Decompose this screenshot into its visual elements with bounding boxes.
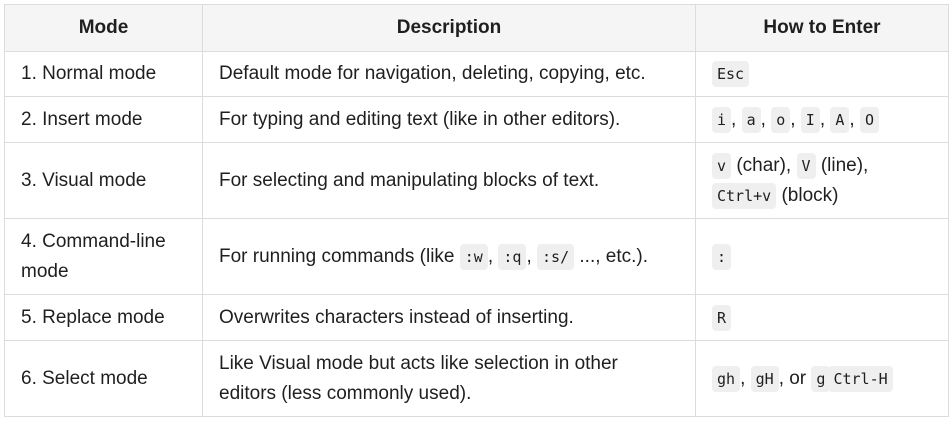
mode-cell: 6. Select mode: [4, 340, 203, 417]
separator: ,: [849, 108, 855, 130]
table-row: 6. Select mode Like Visual mode but acts…: [4, 340, 949, 417]
description-cell: Default mode for navigation, deleting, c…: [202, 51, 696, 97]
description-cell: Overwrites characters instead of inserti…: [202, 294, 696, 341]
how-to-enter-cell: Esc: [695, 51, 949, 97]
key-code: gh: [712, 365, 741, 392]
table-row: 5. Replace mode Overwrites characters in…: [4, 294, 949, 341]
key-note: (line),: [820, 154, 869, 176]
separator: ,: [731, 108, 737, 130]
key-code: i: [712, 106, 732, 133]
how-to-enter-cell: R: [695, 294, 949, 341]
command-code: :w: [459, 243, 488, 270]
how-to-enter-cell: :: [695, 218, 949, 295]
separator: ,: [760, 108, 766, 130]
description-text: For running commands (like: [219, 245, 455, 267]
vim-modes-table: Mode Description How to Enter 1. Normal …: [4, 4, 949, 417]
table-row: 2. Insert mode For typing and editing te…: [4, 96, 949, 143]
mode-cell: 3. Visual mode: [4, 142, 203, 219]
key-note: (char),: [736, 154, 792, 176]
table-row: 1. Normal mode Default mode for navigati…: [4, 51, 949, 97]
key-code: R: [712, 304, 732, 331]
description-cell: For typing and editing text (like in oth…: [202, 96, 696, 143]
command-code: :s/: [537, 243, 575, 270]
separator: ,: [790, 108, 796, 130]
how-to-enter-cell: i, a, o, I, A, O: [695, 96, 949, 143]
description-cell: For running commands (like :w, :q, :s/ .…: [202, 218, 696, 295]
description-text: ..., etc.).: [579, 245, 649, 267]
key-code: A: [830, 106, 850, 133]
key-note: (block): [781, 184, 839, 206]
or-text: , or: [778, 367, 807, 389]
separator: ,: [487, 245, 494, 267]
header-row: Mode Description How to Enter: [4, 4, 949, 52]
key-code: o: [771, 106, 791, 133]
header-how-to-enter: How to Enter: [695, 4, 949, 52]
key-code: v: [712, 152, 732, 179]
command-code: :q: [498, 243, 527, 270]
mode-cell: 2. Insert mode: [4, 96, 203, 143]
how-to-enter-cell: v (char), V (line), Ctrl+v (block): [695, 142, 949, 219]
table-row: 3. Visual mode For selecting and manipul…: [4, 142, 949, 219]
key-code: a: [741, 106, 761, 133]
key-code: Esc: [712, 61, 750, 87]
table-row: 4. Command-line mode For running command…: [4, 218, 949, 295]
key-code: Ctrl-H: [828, 365, 893, 392]
separator: ,: [819, 108, 826, 130]
key-code: V: [796, 152, 816, 179]
separator: ,: [526, 245, 532, 267]
header-description: Description: [202, 4, 696, 52]
key-code: gH: [750, 365, 779, 392]
key-code: Ctrl+v: [712, 182, 777, 209]
key-code: g: [811, 365, 831, 392]
key-code: :: [712, 243, 732, 270]
description-cell: Like Visual mode but acts like selection…: [202, 340, 696, 417]
mode-cell: 4. Command-line mode: [4, 218, 203, 295]
separator: ,: [740, 367, 746, 389]
key-code: I: [800, 106, 820, 133]
mode-cell: 5. Replace mode: [4, 294, 203, 341]
key-code: O: [859, 106, 879, 133]
header-mode: Mode: [4, 4, 203, 52]
description-cell: For selecting and manipulating blocks of…: [202, 142, 696, 219]
mode-cell: 1. Normal mode: [4, 51, 203, 97]
